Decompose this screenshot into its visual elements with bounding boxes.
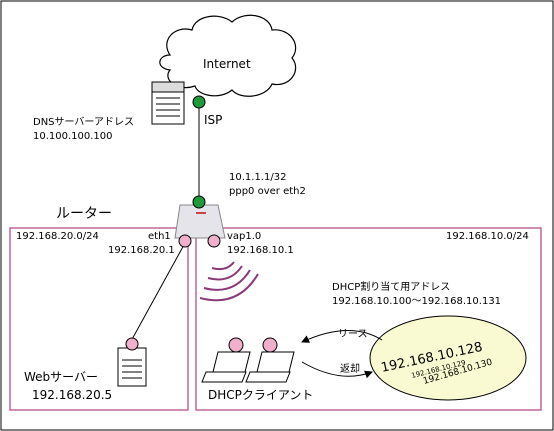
return-arrow xyxy=(301,361,373,379)
eth1-ip: 192.168.20.1 xyxy=(108,245,175,256)
web-server-icon xyxy=(117,337,147,387)
vap-port-icon xyxy=(207,234,221,248)
dns-server-icon xyxy=(151,81,185,125)
laptop-icon xyxy=(201,337,251,383)
laptop-icon xyxy=(245,337,295,383)
isp-label: ISP xyxy=(204,113,223,127)
dhcp-pool-range: 192.168.10.100〜192.168.10.131 xyxy=(332,296,502,307)
web-server-label: Webサーバー xyxy=(24,370,99,384)
eth1-port-icon xyxy=(178,234,192,248)
isp-port-icon xyxy=(192,95,206,109)
lease-label: リース xyxy=(338,329,368,340)
dns-title: DNSサーバーアドレス xyxy=(33,117,135,128)
lan-right-network: 192.168.10.0/24 xyxy=(446,231,529,242)
web-server-ip: 192.168.20.5 xyxy=(32,388,113,402)
router-wan-port-icon xyxy=(192,195,206,209)
lan-left-frame xyxy=(9,227,189,411)
dhcp-pool xyxy=(369,315,527,401)
wireless-signal-icon xyxy=(199,261,259,302)
lan-left-network: 192.168.20.0/24 xyxy=(16,231,99,242)
dns-address: 10.100.100.100 xyxy=(33,131,113,142)
router-icon xyxy=(174,204,226,239)
lan-left-link xyxy=(129,242,186,344)
return-label: 返却 xyxy=(340,364,360,375)
lease-arrow xyxy=(301,330,383,343)
dhcp-pool-title: DHCP割り当て用アドレス xyxy=(332,282,451,293)
dhcp-clients-label: DHCPクライアント xyxy=(208,388,314,402)
router-wan-interface: ppp0 over eth2 xyxy=(229,186,306,197)
eth1-label: eth1 xyxy=(148,231,171,242)
lan-right-frame xyxy=(195,227,542,411)
router-wan-ip: 10.1.1.1/32 xyxy=(229,172,287,183)
vap-ip: 192.168.10.1 xyxy=(227,245,294,256)
vap-label: vap1.0 xyxy=(227,231,262,242)
internet-label: Internet xyxy=(203,57,251,71)
router-label: ルーター xyxy=(56,206,112,222)
